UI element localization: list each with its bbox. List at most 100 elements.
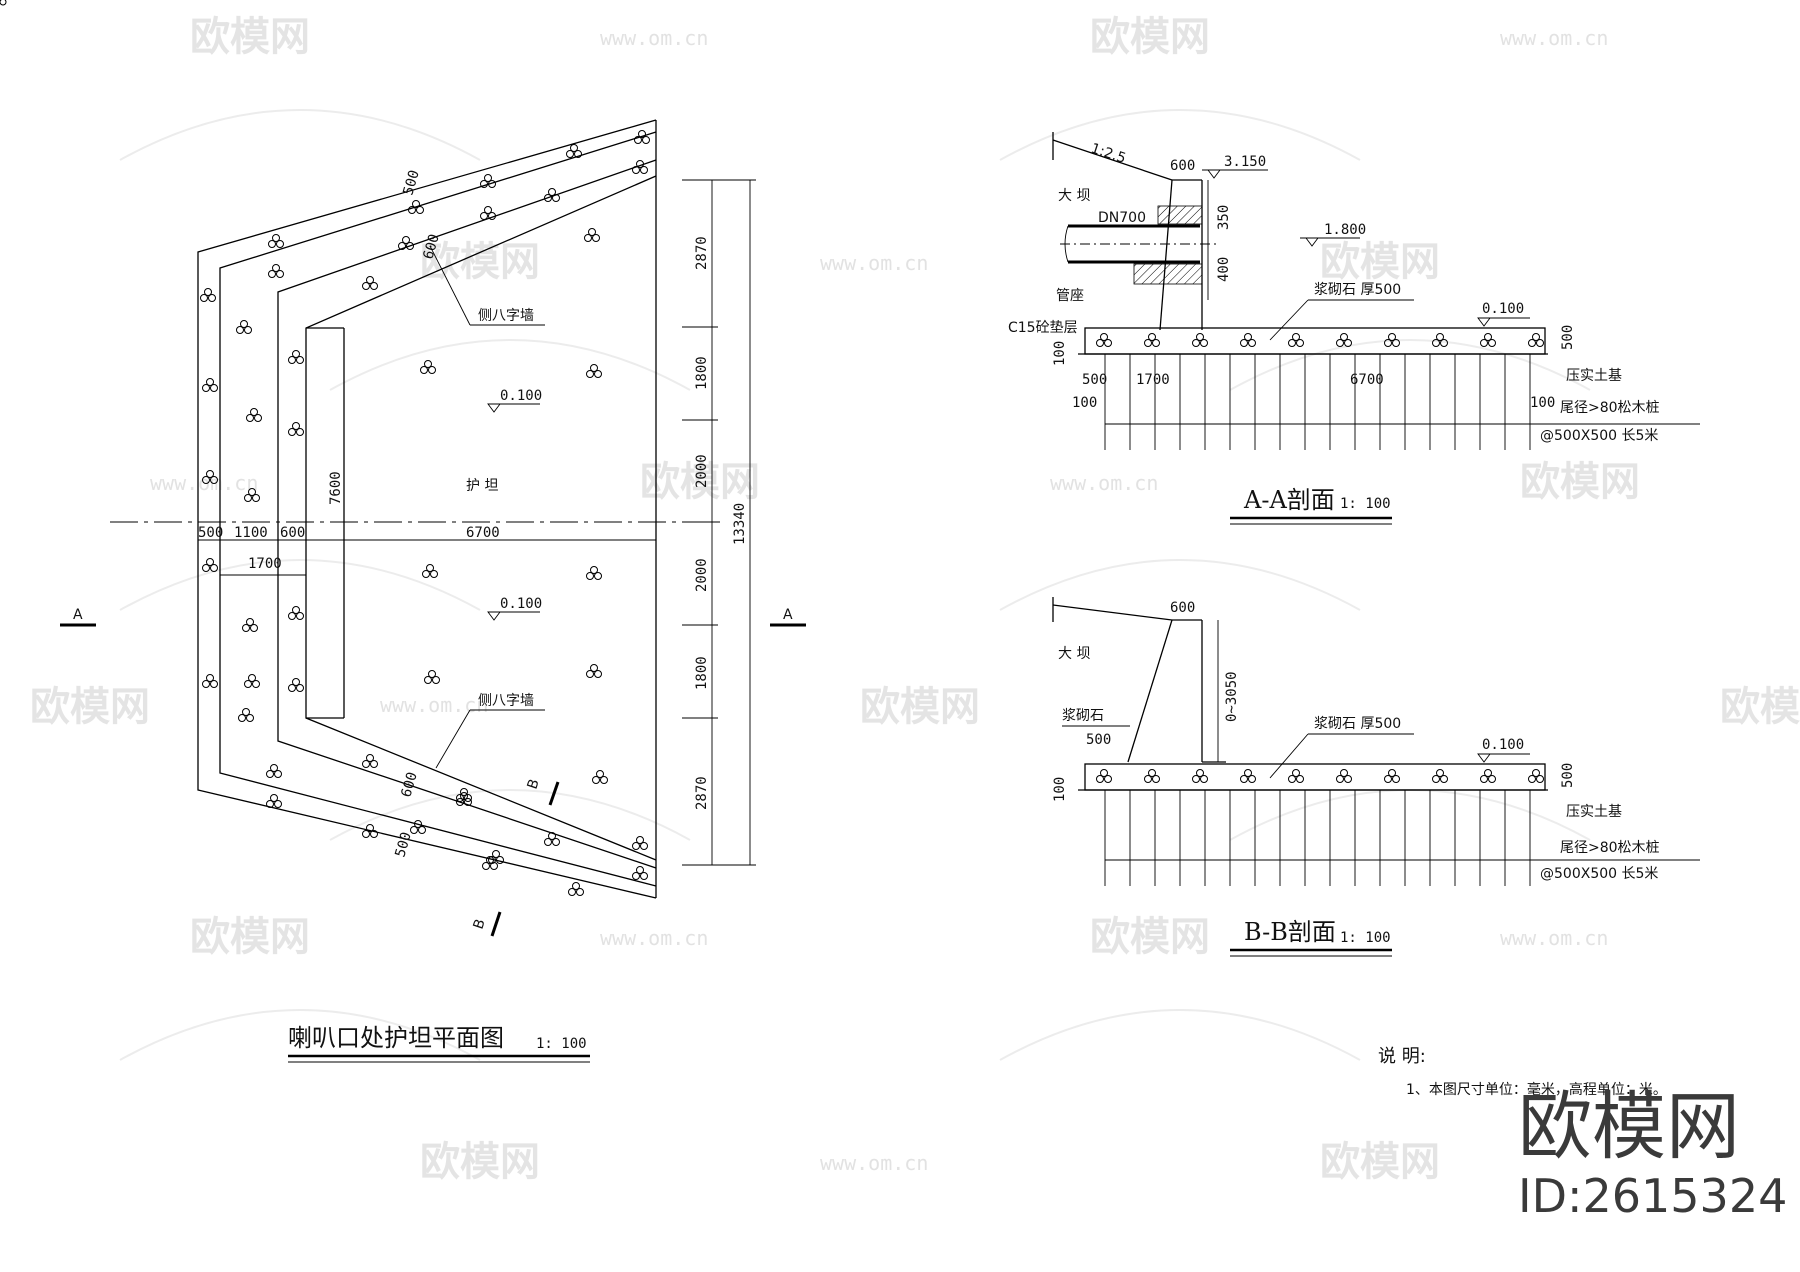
- section-masonry-symbol: [1240, 333, 1256, 347]
- section-bb-scale: 1: 100: [1340, 930, 1391, 946]
- dam-top-bb: [1052, 604, 1173, 621]
- watermark-logo: 欧模网: [1090, 914, 1210, 960]
- dim-v-1800-top: 1800: [694, 356, 710, 390]
- section-masonry-symbol: [1432, 769, 1448, 783]
- dim-v-1800-bottom: 1800: [694, 656, 710, 690]
- elev-marker-3150: [1207, 169, 1221, 179]
- elev-marker-0100-aa: [1477, 317, 1491, 327]
- elev-top: 0.100: [500, 388, 542, 404]
- section-masonry-symbol: [1096, 333, 1112, 347]
- dim-7600: 7600: [328, 471, 344, 505]
- dim-wall-600-bottom: 600: [398, 770, 420, 799]
- plan-masonry-symbol: [566, 144, 582, 158]
- dim-500-bb-wall: 500: [1086, 732, 1111, 748]
- plan-masonry-symbol: [456, 792, 472, 806]
- section-masonry-symbol: [1240, 769, 1256, 783]
- watermark-logo: 欧模网: [190, 14, 310, 60]
- apron-outline: [197, 119, 657, 899]
- section-masonry-symbol: [1336, 333, 1352, 347]
- watermark-url: www.om.cn: [380, 693, 488, 717]
- watermark-url: www.om.cn: [820, 251, 928, 275]
- dim-1100: 1100: [234, 525, 268, 541]
- watermark-logo: 欧模网: [1720, 684, 1800, 730]
- watermark-logo: 欧模网: [420, 239, 540, 285]
- plan-masonry-symbol: [480, 174, 496, 188]
- plan-masonry-symbol: [288, 606, 304, 620]
- section-masonry-symbol: [1192, 769, 1208, 783]
- elev-marker-1800: [1305, 237, 1319, 247]
- dim-6700-aa: 6700: [1350, 372, 1384, 388]
- dim-ticks-right: [682, 179, 756, 866]
- plan-masonry-symbol: [202, 558, 218, 572]
- watermark-layer: 欧模网 www.om.cn 欧模网 www.om.cn 欧模网 www.om.c…: [30, 14, 1800, 1185]
- notes-heading: 说 明:: [1378, 1046, 1426, 1067]
- dim-100-aa-a: 100: [1072, 395, 1097, 411]
- apron-slab-bb: [1084, 763, 1546, 791]
- watermark-url: www.om.cn: [1500, 26, 1608, 50]
- section-label-a-right: A: [783, 607, 793, 623]
- plan-masonry-symbol: [238, 708, 254, 722]
- section-masonry-symbol: [1384, 769, 1400, 783]
- section-masonry-symbol: [1384, 333, 1400, 347]
- plan-masonry-symbol: [586, 566, 602, 580]
- wing-wall-label-bottom: 侧八字墙: [478, 693, 534, 709]
- pipe-label: DN700: [1098, 210, 1146, 226]
- plan-masonry-symbols: [200, 130, 650, 896]
- dim-600: 600: [280, 525, 305, 541]
- soil-label-bb: 压实土基: [1566, 803, 1622, 820]
- section-aa-title: A-A剖面: [1243, 486, 1335, 514]
- plan-masonry-symbol: [544, 188, 560, 202]
- soil-label-aa: 压实土基: [1566, 367, 1622, 384]
- wall-back: [1159, 179, 1173, 331]
- section-label-a-left: A: [73, 607, 83, 623]
- brand-id: ID:2615324: [1518, 1169, 1787, 1223]
- cushion-label: C15砼垫层: [1008, 320, 1078, 336]
- slope-label: 1:2.5: [1089, 141, 1128, 167]
- piles-aa: [1096, 333, 1544, 450]
- plan-title: 喇叭口处护坦平面图: [288, 1024, 504, 1052]
- elev-0100-aa: 0.100: [1482, 301, 1524, 317]
- dim-350: 350: [1216, 205, 1232, 230]
- watermark-url: www.om.cn: [600, 26, 708, 50]
- plan-masonry-symbol: [584, 228, 600, 242]
- dim-wall-600: 600: [420, 232, 442, 261]
- masonry-label-aa: 浆砌石 厚500: [1314, 282, 1401, 298]
- pile-spacing-bb: @500X500 长5米: [1540, 866, 1658, 882]
- watermark-logo: 欧模网: [190, 914, 310, 960]
- dim-100-left-aa: 100: [1052, 341, 1068, 366]
- plan-masonry-symbol: [424, 670, 440, 684]
- section-masonry-symbol: [1288, 769, 1304, 783]
- dam-label-bb: 大 坝: [1058, 646, 1090, 662]
- dim-wall-500: 500: [400, 168, 422, 197]
- section-masonry-symbol: [1528, 769, 1544, 783]
- wing-wall-line-3: [305, 175, 657, 861]
- elev-0100-bb: 0.100: [1482, 737, 1524, 753]
- plan-masonry-symbol: [408, 200, 424, 214]
- apron-label: 护 坦: [466, 478, 498, 494]
- watermark-url: www.om.cn: [600, 926, 708, 950]
- section-masonry-symbol: [1432, 333, 1448, 347]
- plan-masonry-symbol: [586, 364, 602, 378]
- watermark-url: www.om.cn: [820, 1151, 928, 1175]
- plan-masonry-symbol: [482, 856, 498, 870]
- plan-masonry-symbol: [236, 320, 252, 334]
- plan-masonry-symbol: [242, 618, 258, 632]
- plan-masonry-symbol: [202, 674, 218, 688]
- plan-scale: 1: 100: [536, 1036, 587, 1052]
- plan-masonry-symbol: [398, 236, 414, 250]
- dim-500: 500: [198, 525, 223, 541]
- plan-masonry-symbol: [632, 160, 648, 174]
- dim-slab-500-bb: 500: [1560, 763, 1576, 788]
- plan-masonry-symbol: [456, 788, 472, 802]
- plan-masonry-symbol: [592, 770, 608, 784]
- notes-block: 说 明: 1、本图尺寸单位：毫米，高程单位：米。: [1378, 1046, 1667, 1098]
- masonry-slope-label-bb: 浆砌石: [1062, 708, 1104, 724]
- dim-total-13340: 13340: [732, 503, 748, 545]
- watermark-url: www.om.cn: [1050, 471, 1158, 495]
- pile-spacing-aa: @500X500 长5米: [1540, 428, 1658, 444]
- masonry-symbols: [0, 0, 7, 6]
- dim-600-aa: 600: [1170, 158, 1195, 174]
- wing-wall-label-top: 侧八字墙: [478, 308, 534, 324]
- brand-stamp: 欧模网 ID:2615324: [1518, 1084, 1787, 1223]
- elev-3150: 3.150: [1224, 154, 1266, 170]
